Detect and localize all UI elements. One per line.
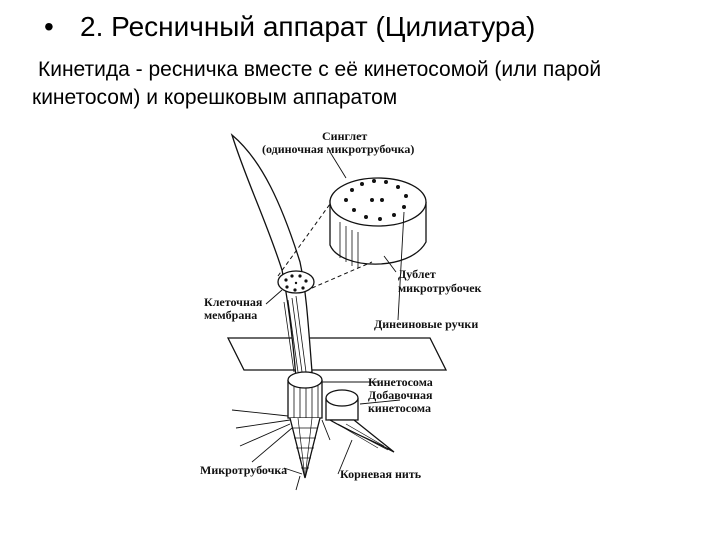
axoneme-enlarged [330,178,426,268]
label-cell-membrane-2: мембрана [204,308,257,322]
cell-membrane-plane [228,338,446,370]
label-root-fiber: Корневая нить [340,467,422,481]
label-microtubule: Микротрубочка [200,463,287,477]
label-accessory-2: кинетосома [368,401,431,415]
label-cell-membrane-1: Клеточная [204,295,263,309]
label-doublet-1: Дублет [398,267,436,281]
accessory-kinetosome [326,390,358,420]
label-accessory-1: Добавочная [368,388,433,402]
kinetosome [288,372,322,418]
label-singlet-1: Синглет [322,129,367,143]
label-singlet-2: (одиночная микротрубочка) [262,142,414,156]
label-dynein: Динеиновые ручки [374,317,478,331]
label-doublet-2: микротрубочек [398,281,482,295]
label-kinetosome: Кинетосома [368,375,433,389]
